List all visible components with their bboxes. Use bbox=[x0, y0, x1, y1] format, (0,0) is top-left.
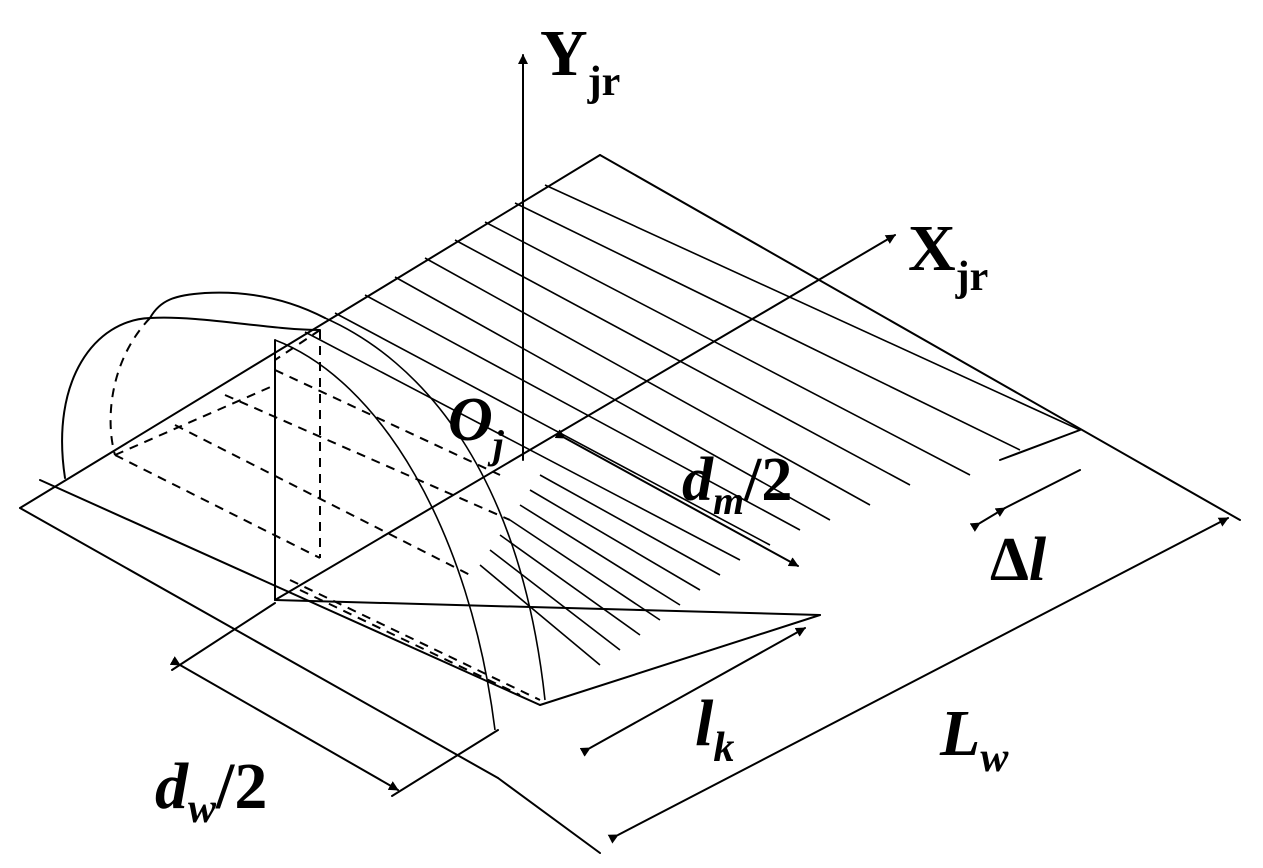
Lw-label: Lw bbox=[939, 697, 1009, 781]
hidden-lines bbox=[109, 317, 541, 701]
dm-label: dm/2 bbox=[682, 446, 792, 523]
labels: Yjr Xjr Oj dm/2 Δl lk Lw dw/2 bbox=[155, 17, 1047, 832]
dimension-lines bbox=[169, 429, 1229, 844]
delta-l-label: Δl bbox=[990, 526, 1047, 594]
lk-label: lk bbox=[695, 687, 734, 771]
origin-label: Oj bbox=[448, 386, 505, 467]
dw-label: dw/2 bbox=[155, 750, 267, 832]
coordinate-axes bbox=[274, 54, 896, 601]
delta-l-dimension bbox=[969, 507, 1006, 532]
x-axis-label: Xjr bbox=[908, 212, 988, 300]
dw-dimension bbox=[169, 656, 399, 791]
roller-half-cylinder bbox=[61, 291, 546, 731]
y-axis-label: Yjr bbox=[540, 17, 620, 105]
near-strip-edges bbox=[39, 429, 1081, 706]
Lw-dimension bbox=[607, 517, 1229, 844]
x-axis bbox=[274, 234, 896, 601]
strip-outline bbox=[19, 154, 1241, 854]
